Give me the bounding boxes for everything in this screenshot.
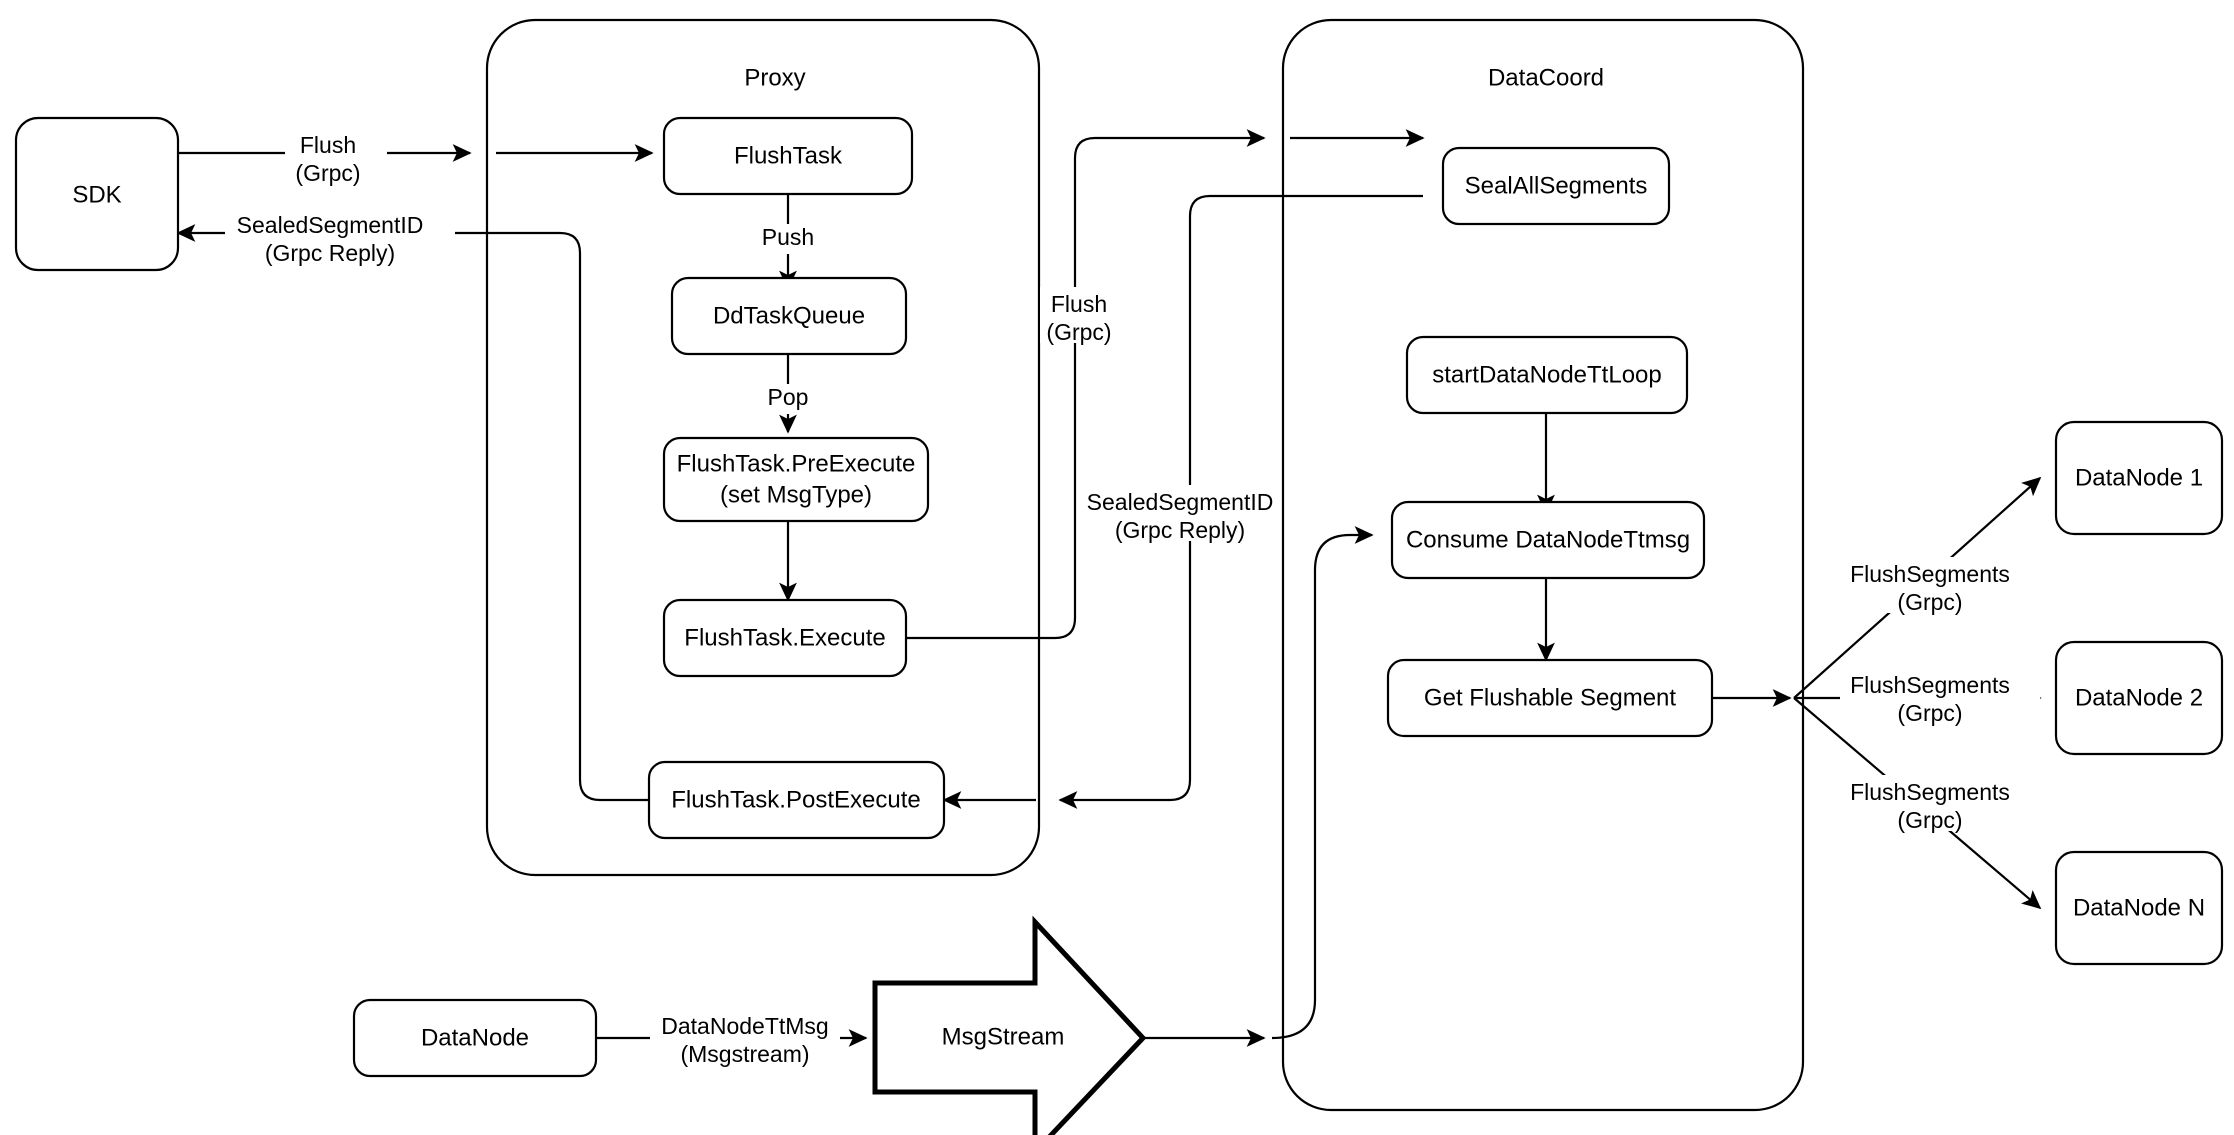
datanode1-label: DataNode 1 bbox=[2075, 464, 2203, 491]
datanoden-label: DataNode N bbox=[2073, 894, 2205, 921]
preexecute-box[interactable] bbox=[662, 436, 930, 523]
proxy-to-sdk-label-line1: SealedSegmentID bbox=[237, 212, 424, 238]
startdatanodettloop-label: startDataNodeTtLoop bbox=[1432, 361, 1661, 388]
flushtask-label: FlushTask bbox=[734, 142, 843, 169]
dc-to-proxy-label-line2: (Grpc Reply) bbox=[1115, 517, 1245, 543]
node-datanode2[interactable]: DataNode 2 bbox=[2054, 640, 2224, 756]
preexecute-label-line1: FlushTask.PreExecute bbox=[677, 450, 916, 477]
execute-label: FlushTask.Execute bbox=[684, 624, 885, 651]
node-ddtaskqueue[interactable]: DdTaskQueue bbox=[670, 276, 908, 356]
preexecute-label-line2: (set MsgType) bbox=[720, 481, 872, 508]
proxy-group-label: Proxy bbox=[744, 64, 805, 91]
edge-postexecute-to-sdk bbox=[176, 224, 649, 802]
group-datacoord: DataCoord bbox=[1281, 18, 1805, 1112]
datanode2-label: DataNode 2 bbox=[2075, 684, 2203, 711]
node-datanode1[interactable]: DataNode 1 bbox=[2054, 420, 2224, 536]
proxy-to-dc-label-line1: Flush bbox=[1051, 291, 1107, 317]
consumedatanodettmsg-box[interactable] bbox=[1390, 500, 1706, 580]
node-datanoden[interactable]: DataNode N bbox=[2054, 850, 2224, 966]
datanode2-box[interactable] bbox=[2054, 640, 2224, 756]
edge-datacoord-entry-to-consume bbox=[1271, 526, 1374, 1040]
flushsegments2-label-line1: FlushSegments bbox=[1850, 672, 2010, 698]
proxy-to-dc-label-line2: (Grpc) bbox=[1046, 319, 1111, 345]
node-sdk[interactable]: SDK bbox=[14, 116, 180, 272]
node-execute[interactable]: FlushTask.Execute bbox=[662, 598, 908, 678]
label-datacoord-to-proxy: SealedSegmentID (Grpc Reply) bbox=[1082, 485, 1280, 543]
sdk-label: SDK bbox=[72, 181, 121, 208]
datacoord-container bbox=[1281, 18, 1805, 1112]
sealallsegments-label: SealAllSegments bbox=[1465, 172, 1648, 199]
edge-execute-to-datacoord bbox=[906, 129, 1266, 640]
getflushablesegment-box[interactable] bbox=[1386, 658, 1714, 738]
node-getflushablesegment[interactable]: Get Flushable Segment bbox=[1386, 658, 1714, 738]
label-pop: Pop bbox=[755, 384, 819, 414]
proxy-container bbox=[485, 18, 1041, 877]
node-startdatanodettloop[interactable]: startDataNodeTtLoop bbox=[1405, 335, 1689, 415]
node-flushtask[interactable]: FlushTask bbox=[662, 116, 914, 196]
postexecute-box[interactable] bbox=[647, 760, 946, 840]
datanode1-box[interactable] bbox=[2054, 420, 2224, 536]
execute-box[interactable] bbox=[662, 598, 908, 678]
node-sealallsegments[interactable]: SealAllSegments bbox=[1441, 146, 1671, 226]
sealallsegments-box[interactable] bbox=[1441, 146, 1671, 226]
datacoord-group-label: DataCoord bbox=[1488, 64, 1604, 91]
getflushablesegment-label: Get Flushable Segment bbox=[1424, 684, 1676, 711]
pop-label: Pop bbox=[768, 384, 809, 410]
postexecute-label: FlushTask.PostExecute bbox=[671, 786, 920, 813]
group-proxy: Proxy bbox=[485, 18, 1041, 877]
datanode-bottom-box[interactable] bbox=[352, 998, 598, 1078]
datanode-ttmsg-label-line1: DataNodeTtMsg bbox=[661, 1013, 828, 1039]
sdk-to-proxy-label-line1: Flush bbox=[300, 132, 356, 158]
datanoden-box[interactable] bbox=[2054, 850, 2224, 966]
flushsegmentsn-label-line1: FlushSegments bbox=[1850, 779, 2010, 805]
flushtask-box[interactable] bbox=[662, 116, 914, 196]
consumedatanodettmsg-label: Consume DataNodeTtmsg bbox=[1406, 526, 1690, 553]
node-postexecute[interactable]: FlushTask.PostExecute bbox=[647, 760, 946, 840]
datanode-bottom-label: DataNode bbox=[421, 1024, 529, 1051]
label-proxy-to-datacoord: Flush (Grpc) bbox=[1040, 287, 1138, 345]
dc-to-proxy-label-line1: SealedSegmentID bbox=[1087, 489, 1274, 515]
label-flushsegments-n: FlushSegments (Grpc) bbox=[1840, 775, 2040, 833]
node-consumedatanodettmsg[interactable]: Consume DataNodeTtmsg bbox=[1390, 500, 1706, 580]
label-sdk-to-proxy: Flush (Grpc) bbox=[285, 128, 387, 186]
node-preexecute[interactable]: FlushTask.PreExecute (set MsgType) bbox=[662, 436, 930, 523]
msgstream-arrow-shape[interactable] bbox=[872, 915, 1147, 1135]
flushsegments1-label-line2: (Grpc) bbox=[1897, 589, 1962, 615]
flushsegments2-label-line2: (Grpc) bbox=[1897, 700, 1962, 726]
flushsegments1-label-line1: FlushSegments bbox=[1850, 561, 2010, 587]
label-datanode-ttmsg: DataNodeTtMsg (Msgstream) bbox=[650, 1010, 840, 1067]
startdatanodettloop-box[interactable] bbox=[1405, 335, 1689, 415]
msgstream-label: MsgStream bbox=[942, 1023, 1065, 1050]
label-push: Push bbox=[750, 224, 826, 254]
label-flushsegments-1: FlushSegments (Grpc) bbox=[1840, 557, 2040, 615]
ddtaskqueue-label: DdTaskQueue bbox=[713, 302, 865, 329]
sdk-box[interactable] bbox=[14, 116, 180, 272]
ddtaskqueue-box[interactable] bbox=[670, 276, 908, 356]
push-label: Push bbox=[762, 224, 814, 250]
label-proxy-to-sdk: SealedSegmentID (Grpc Reply) bbox=[225, 208, 455, 266]
flushsegmentsn-label-line2: (Grpc) bbox=[1897, 807, 1962, 833]
node-datanode-bottom[interactable]: DataNode bbox=[352, 998, 598, 1078]
sdk-to-proxy-label-line2: (Grpc) bbox=[295, 160, 360, 186]
proxy-to-sdk-label-line2: (Grpc Reply) bbox=[265, 240, 395, 266]
label-flushsegments-2: FlushSegments (Grpc) bbox=[1840, 668, 2040, 726]
datanode-ttmsg-label-line2: (Msgstream) bbox=[680, 1041, 809, 1067]
node-msgstream[interactable]: MsgStream bbox=[872, 915, 1147, 1135]
